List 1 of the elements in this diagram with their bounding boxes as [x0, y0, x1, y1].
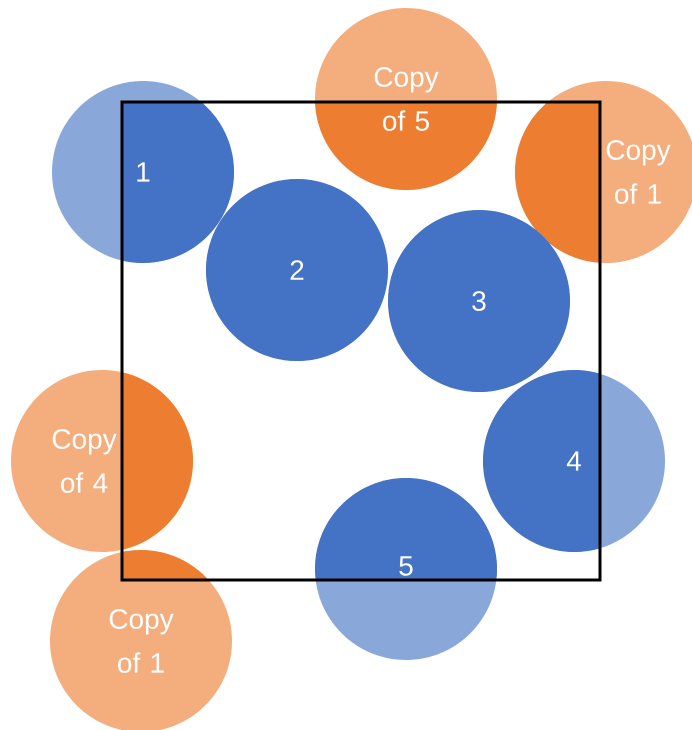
frame-box [120, 100, 602, 582]
